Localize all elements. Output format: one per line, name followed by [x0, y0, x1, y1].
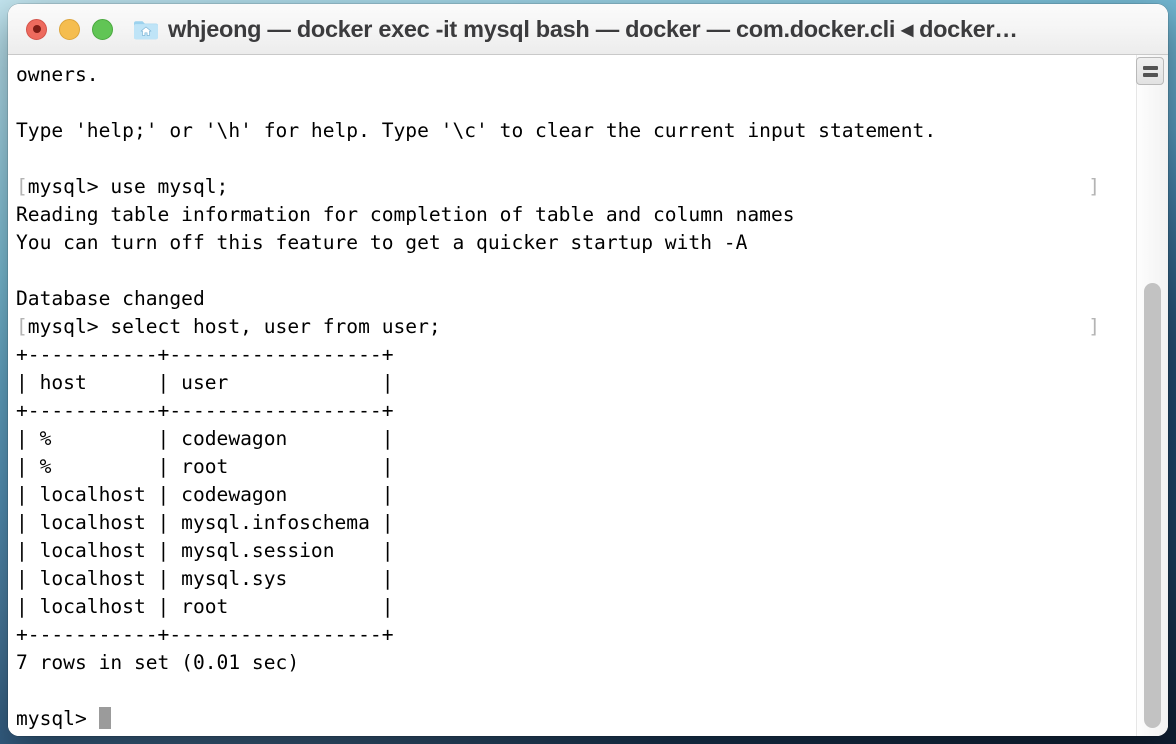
window-titlebar[interactable]: whjeong — docker exec -it mysql bash — d…	[8, 4, 1168, 55]
terminal-line: +-----------+------------------+	[16, 623, 394, 646]
terminal-line: owners.	[16, 63, 99, 86]
terminal-line: | localhost | mysql.infoschema |	[16, 511, 394, 534]
terminal-text-area[interactable]: owners. Type 'help;' or '\h' for help. T…	[8, 55, 1136, 736]
terminal-line: | localhost | root |	[16, 595, 394, 618]
split-pane-button[interactable]	[1136, 57, 1164, 85]
terminal-line: 7 rows in set (0.01 sec)	[16, 651, 300, 674]
terminal-line: +-----------+------------------+	[16, 343, 394, 366]
terminal-line: | % | codewagon |	[16, 427, 394, 450]
terminal-cursor	[98, 707, 111, 729]
command-mark-close: ]	[1088, 175, 1100, 198]
terminal-line: | host | user |	[16, 371, 394, 394]
title-area: whjeong — docker exec -it mysql bash — d…	[133, 15, 1168, 43]
terminal-line: Type 'help;' or '\h' for help. Type '\c'…	[16, 119, 937, 142]
close-window-button[interactable]	[26, 18, 47, 40]
terminal-line: | localhost | codewagon |	[16, 483, 394, 506]
terminal-line: mysql>	[16, 707, 111, 730]
scrollbar-thumb[interactable]	[1144, 283, 1161, 728]
split-pane-bar-bottom	[1142, 72, 1158, 77]
terminal-line: | localhost | mysql.session |	[16, 539, 394, 562]
terminal-line: +-----------+------------------+	[16, 399, 394, 422]
zoom-window-button[interactable]	[92, 18, 113, 40]
minimize-window-button[interactable]	[59, 18, 80, 40]
split-pane-bar-top	[1142, 65, 1158, 70]
terminal-line: Database changed	[16, 287, 205, 310]
terminal-window: whjeong — docker exec -it mysql bash — d…	[8, 4, 1168, 736]
command-mark-close: ]	[1088, 315, 1100, 338]
command-mark-open: [	[16, 315, 28, 338]
traffic-light-group	[8, 18, 113, 40]
terminal-command-line: [mysql> select host, user from user;	[16, 315, 441, 338]
terminal-line: You can turn off this feature to get a q…	[16, 231, 748, 254]
terminal-output: owners. Type 'help;' or '\h' for help. T…	[8, 61, 1136, 733]
terminal-line: | % | root |	[16, 455, 394, 478]
vertical-scrollbar[interactable]	[1136, 55, 1168, 736]
terminal-line: | localhost | mysql.sys |	[16, 567, 394, 590]
command-mark-open: [	[16, 175, 28, 198]
terminal-body: owners. Type 'help;' or '\h' for help. T…	[8, 55, 1168, 736]
window-title: whjeong — docker exec -it mysql bash — d…	[168, 16, 1018, 42]
home-folder-icon	[133, 19, 159, 40]
terminal-command-line: [mysql> use mysql;	[16, 175, 229, 198]
terminal-line: Reading table information for completion…	[16, 203, 795, 226]
